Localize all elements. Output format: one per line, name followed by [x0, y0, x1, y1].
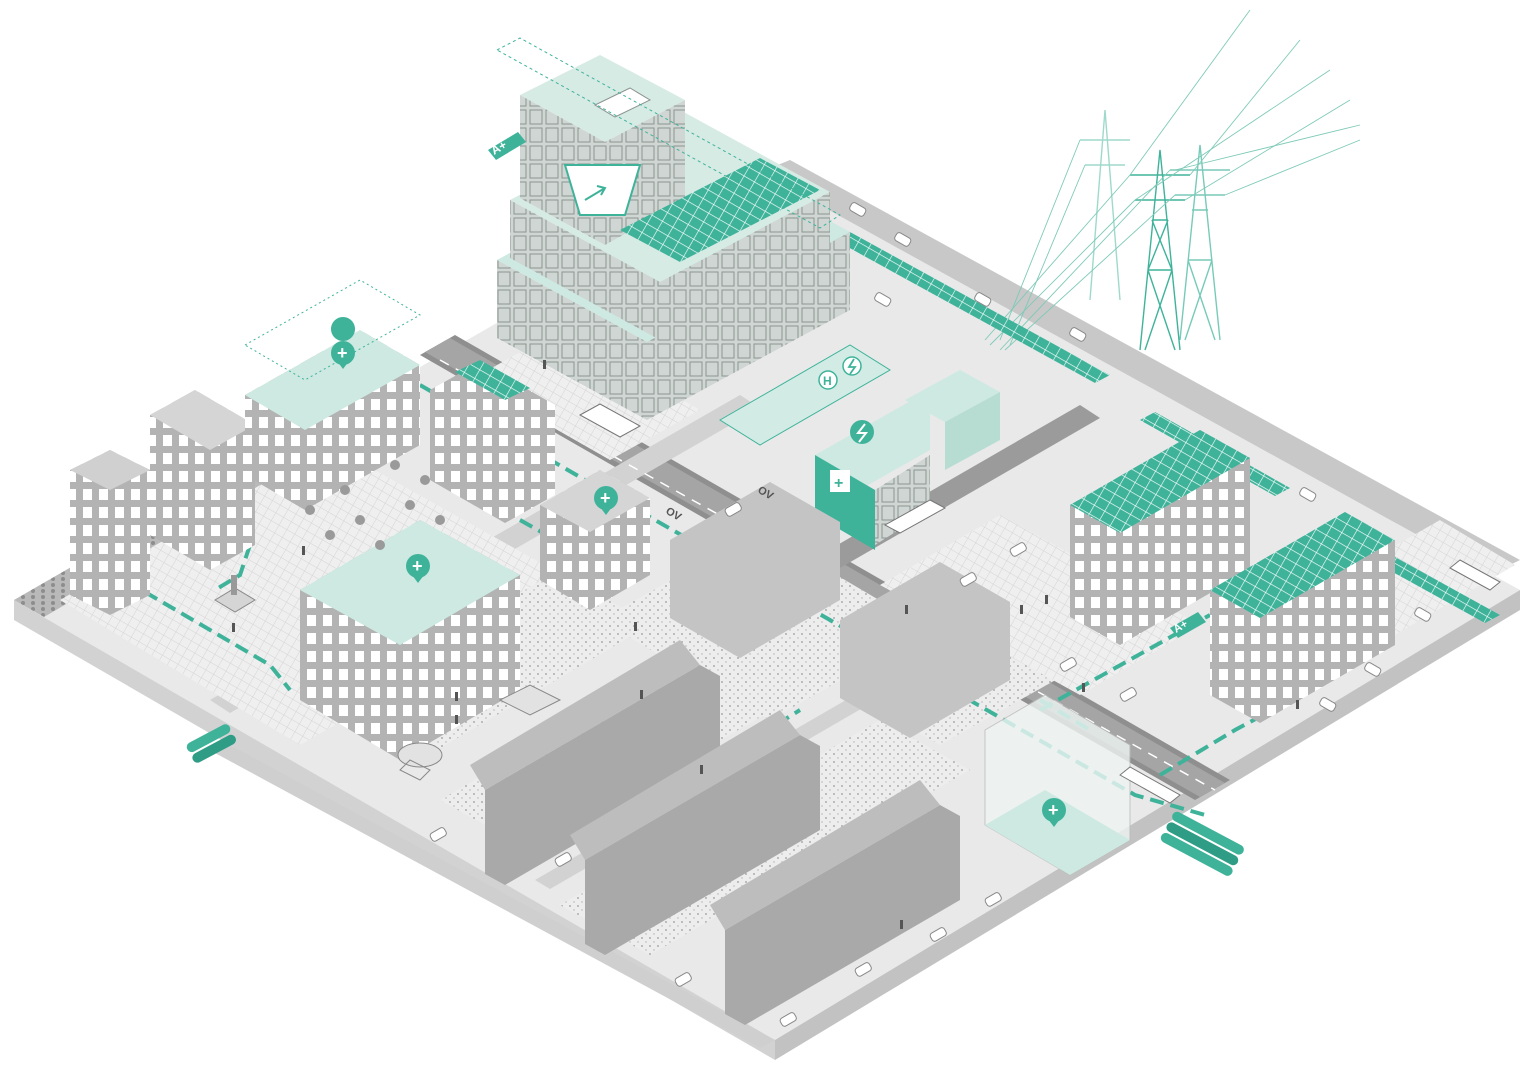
heat-pipe-icon — [186, 724, 1244, 876]
fountain-icon — [214, 575, 256, 613]
tower-building — [495, 37, 850, 420]
plus-label: + — [600, 488, 611, 508]
plus-label: + — [337, 343, 348, 363]
energy-label-tower: A+ — [489, 138, 510, 158]
energy-label-icon: A+ — [488, 132, 526, 160]
hydrogen-icon: H — [818, 370, 838, 390]
plus-marker-icon: + + + + — [331, 317, 1066, 827]
bus-icon — [578, 403, 1501, 591]
left-buildings — [70, 279, 555, 615]
plus-label: + — [412, 556, 423, 576]
power-lines — [984, 9, 1361, 351]
right-flats — [1070, 430, 1395, 723]
electricity-icon — [842, 356, 874, 444]
pedestrian-icon — [232, 360, 1299, 929]
energy-label-icon: A+ — [1170, 612, 1206, 638]
car-icon — [429, 202, 1432, 1027]
planned-building — [984, 694, 1131, 876]
battery-plus: + — [834, 475, 843, 492]
row-houses — [470, 482, 1010, 1025]
hydrogen-label: H — [823, 374, 832, 388]
playground-icon — [397, 684, 562, 781]
power-pylon-icon — [1080, 109, 1230, 351]
plus-label: + — [1048, 800, 1059, 820]
tram-icon — [1119, 766, 1181, 804]
terrace-table-icon — [305, 460, 445, 550]
